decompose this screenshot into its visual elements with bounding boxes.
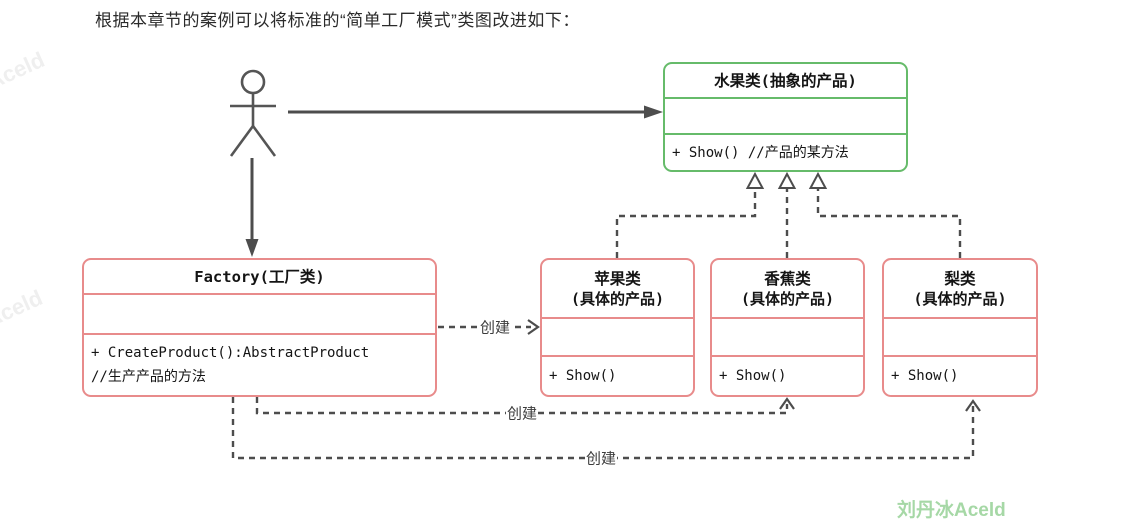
- class-methods-banana: + Show(): [712, 357, 863, 395]
- class-title-banana: 香蕉类 (具体的产品): [712, 260, 863, 317]
- class-title-text: 水果类(抽象的产品): [714, 71, 857, 90]
- class-title-pear: 梨类 (具体的产品): [884, 260, 1036, 317]
- class-attributes-abstract-product: [665, 97, 906, 135]
- class-title-text-line2: (具体的产品): [570, 289, 665, 308]
- method-line: + Show(): [891, 368, 959, 384]
- class-methods-abstract-product: + Show() //产品的某方法: [665, 135, 906, 170]
- actor-leg-left: [229, 125, 255, 157]
- class-box-abstract-product[interactable]: 水果类(抽象的产品) + Show() //产品的某方法: [663, 62, 908, 172]
- class-methods-apple: + Show(): [542, 357, 693, 395]
- create-label-3: 创建: [584, 447, 618, 469]
- class-attributes-apple: [542, 317, 693, 357]
- method-line: + Show() //产品的某方法: [672, 144, 849, 161]
- arrow-actor-to-factory: [245, 158, 259, 257]
- class-box-factory[interactable]: Factory(工厂类) + CreateProduct():AbstractP…: [82, 258, 437, 397]
- method-line: //生产产品的方法: [91, 369, 206, 385]
- class-title-text-line2: (具体的产品): [740, 289, 835, 308]
- arrow-actor-to-abstract-product: [288, 105, 663, 119]
- page-title: 根据本章节的案例可以将标准的“简单工厂模式”类图改进如下：: [95, 11, 580, 30]
- class-title-text-line1: 苹果类: [594, 269, 641, 288]
- class-title-apple: 苹果类 (具体的产品): [542, 260, 693, 317]
- watermark-faint-top-left: Aceld: [0, 46, 49, 95]
- watermark-faint-mid-left: Aceld: [0, 284, 47, 333]
- class-title-text-line1: 梨类: [944, 269, 976, 288]
- class-title-factory: Factory(工厂类): [84, 260, 435, 293]
- class-methods-factory: + CreateProduct():AbstractProduct //生产产品…: [84, 335, 435, 395]
- class-methods-pear: + Show(): [884, 357, 1036, 395]
- class-title-abstract-product: 水果类(抽象的产品): [665, 64, 906, 97]
- create-label-2: 创建: [505, 402, 539, 424]
- actor-leg-right: [251, 125, 277, 157]
- class-box-pear[interactable]: 梨类 (具体的产品) + Show(): [882, 258, 1038, 397]
- class-attributes-pear: [884, 317, 1036, 357]
- class-title-text-line2: (具体的产品): [913, 289, 1007, 308]
- actor-figure: [229, 69, 277, 157]
- actor-head: [240, 69, 266, 95]
- class-attributes-banana: [712, 317, 863, 357]
- method-line: + CreateProduct():AbstractProduct: [91, 345, 370, 361]
- class-box-banana[interactable]: 香蕉类 (具体的产品) + Show(): [710, 258, 865, 397]
- method-line: + Show(): [549, 368, 617, 384]
- create-label-1: 创建: [478, 316, 512, 338]
- method-line: + Show(): [719, 368, 787, 384]
- class-title-text: Factory(工厂类): [194, 267, 325, 286]
- class-title-text-line1: 香蕉类: [764, 269, 811, 288]
- class-attributes-factory: [84, 293, 435, 335]
- realization-arrow-pear: [808, 171, 962, 258]
- realization-arrow-apple: [615, 171, 765, 258]
- realization-arrow-banana: [777, 171, 797, 258]
- watermark-author: 刘丹冰Aceld: [897, 500, 1006, 521]
- class-box-apple[interactable]: 苹果类 (具体的产品) + Show(): [540, 258, 695, 397]
